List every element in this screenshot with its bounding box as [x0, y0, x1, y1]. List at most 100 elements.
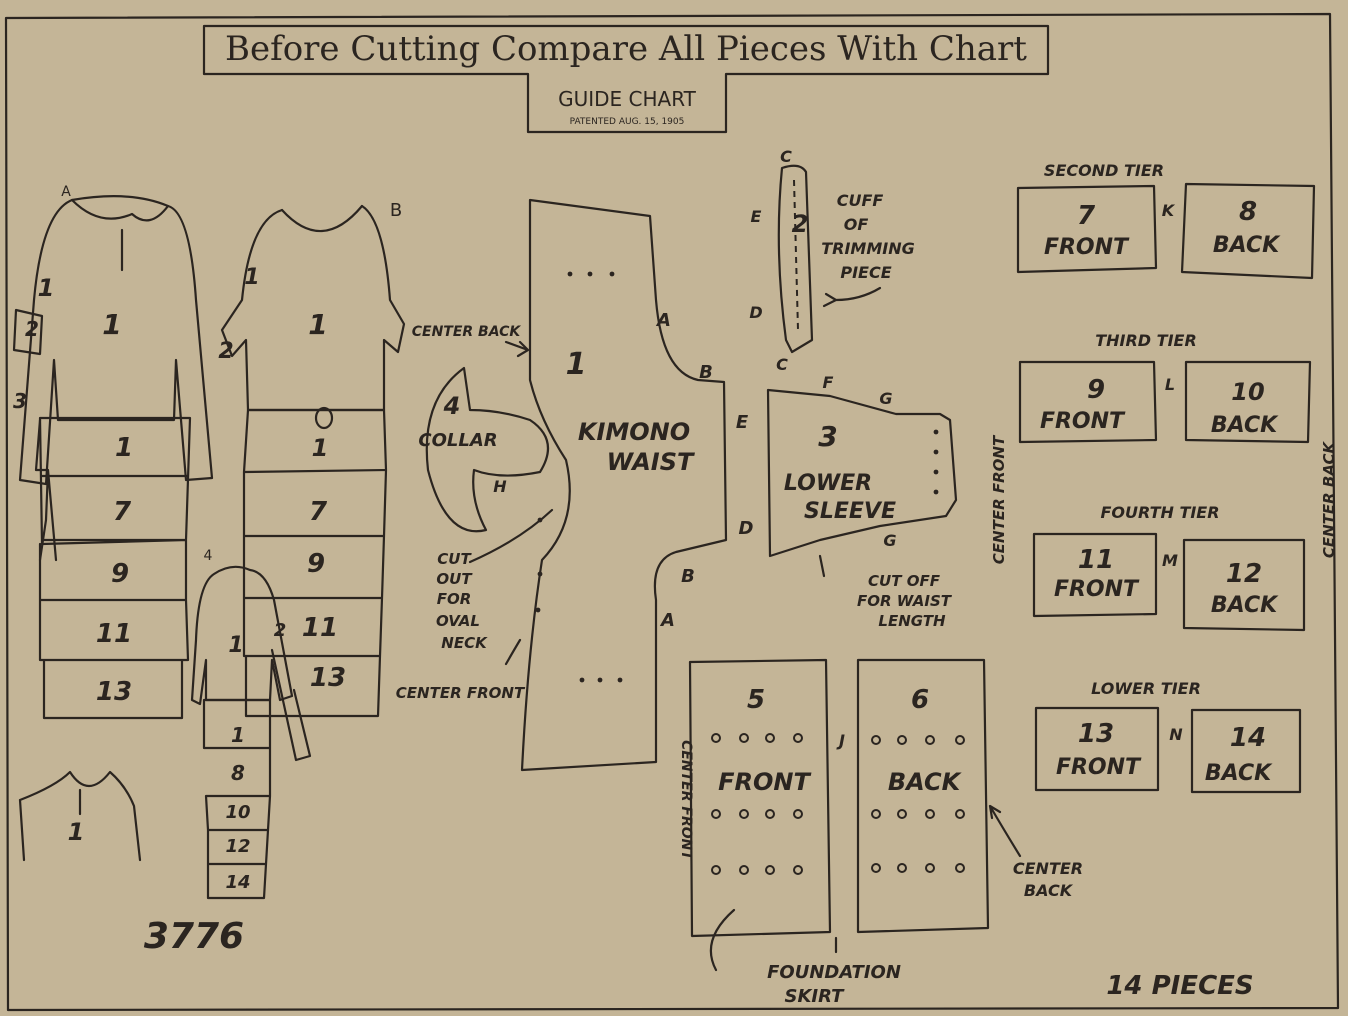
dress-b-piece-1-sleeve: 1 [244, 265, 259, 290]
dress-b-piece-2-cuff: 2 [218, 339, 233, 364]
cuff-label-3: TRIMMING [821, 239, 915, 258]
tier-front-number: 9 [1087, 375, 1105, 405]
kimono-waist-number: 1 [566, 347, 587, 382]
center-front-leader [504, 638, 522, 666]
foundation-leader [709, 908, 838, 972]
header: Before Cutting Compare All Pieces With C… [202, 24, 1050, 134]
tier-back-number: 8 [1239, 197, 1257, 227]
dress-b-tier-9: 9 [307, 549, 325, 579]
dress-a-sleeve-band [12, 308, 44, 356]
cuff-label-1: CUFF [837, 191, 884, 210]
tier-back-label: BACK [1205, 761, 1273, 786]
foundation-label: FOUNDATION [767, 962, 901, 983]
dress-a-piece-1-belt: 1 [115, 433, 133, 463]
back-view-marker: 4 [204, 548, 213, 564]
cut-out-leader [468, 508, 554, 564]
dress-b-skirt [242, 408, 388, 718]
center-back-arrow [504, 340, 530, 358]
cuff-outline [777, 164, 814, 354]
back-view-sleeve [270, 648, 312, 762]
cuff-label-2: OF [844, 215, 869, 234]
tier-back-piece [1180, 182, 1316, 280]
skirt-center-front-side: CENTER FRONT [678, 740, 694, 861]
note-cut-out-4: OVAL [436, 612, 480, 630]
tier-back-piece [1190, 708, 1302, 794]
dress-a-bodice [18, 198, 214, 486]
lower-sleeve-piece: 3 LOWER SLEEVE F G G [766, 373, 958, 558]
dress-a-piece-1-sleeve: 1 [38, 274, 55, 302]
tier-front-label: FRONT [1056, 755, 1142, 780]
back-view-piece-1: 1 [228, 633, 243, 658]
notch-b-bottom: B [681, 566, 695, 587]
tier-back-piece [1182, 538, 1306, 632]
note-cut-out-2: OUT [436, 570, 473, 588]
tier-front-piece [1018, 360, 1158, 444]
kimono-waist-piece: 1 KIMONO WAIST A B E D B A H [493, 198, 754, 772]
neck-detail-illustration: 1 [18, 770, 142, 862]
third-tier: THIRD TIER 9 FRONT 10 BACK L [1018, 331, 1312, 444]
neck-detail-piece: 1 [68, 818, 85, 846]
note-center-back-skirt-2: BACK [1024, 881, 1074, 900]
cuff-notch-c-bottom: C [776, 355, 788, 374]
dress-a-collar [70, 195, 170, 222]
tier-name: SECOND TIER [1044, 161, 1164, 180]
neck-detail-outline [18, 770, 142, 862]
tier-back-piece [1184, 360, 1312, 444]
tier-name: LOWER TIER [1091, 679, 1201, 698]
back-view-tier-8: 8 [231, 761, 245, 785]
tier-name: FOURTH TIER [1100, 503, 1219, 522]
skirt-notch-j: J [836, 731, 845, 750]
skirt-front-number: 5 [747, 685, 765, 715]
dress-b-buckle [314, 406, 334, 430]
lower-sleeve-notch-f: F [823, 373, 834, 392]
cuff-notch-c-top: C [780, 147, 792, 166]
lower-sleeve-label-1: LOWER [784, 471, 872, 496]
chart-title: Before Cutting Compare All Pieces With C… [225, 29, 1027, 69]
dress-b-piece-1-belt: 1 [312, 434, 329, 462]
dress-b-tier-11: 11 [302, 613, 338, 643]
back-view-tiers [202, 698, 272, 900]
cuff-notch-e: E [751, 207, 762, 226]
skirt-front-holes [711, 733, 803, 875]
dress-a-piece-2-cuff: 2 [25, 317, 39, 341]
back-view-tier-10: 10 [225, 802, 250, 823]
pattern-number: 3776 [144, 916, 244, 957]
tier-name: THIRD TIER [1095, 331, 1197, 350]
dress-a-letter: A [61, 184, 71, 200]
back-view-tier-14: 14 [225, 872, 250, 893]
dress-b-letter: B [390, 200, 402, 221]
tier-front-piece [1016, 184, 1158, 274]
tier-back-number: 12 [1226, 559, 1262, 589]
lower-sleeve-notch-g-bottom: G [883, 531, 896, 550]
tier-back-number: 14 [1230, 723, 1266, 753]
dress-a-tier-7: 7 [113, 497, 132, 527]
tier-front-number: 11 [1078, 545, 1114, 575]
tier-notch: N [1169, 725, 1183, 744]
back-view-piece-2: 2 [274, 620, 287, 641]
cuff-number: 2 [792, 210, 809, 238]
kimono-waist-outline [520, 198, 728, 772]
tier-back-label: BACK [1211, 413, 1279, 438]
dress-a-tier-9: 9 [111, 559, 129, 589]
tier-front-label: FRONT [1040, 409, 1126, 434]
dress-a-sash [34, 418, 58, 562]
skirt-back-piece [856, 658, 990, 934]
dress-a-tier-13: 13 [96, 677, 132, 707]
tier-front-number: 7 [1077, 201, 1096, 231]
lower-sleeve-outline [766, 388, 958, 558]
note-cut-off-2: FOR WAIST [857, 592, 953, 610]
title-banner [202, 24, 1050, 134]
sheet-border [4, 12, 1340, 1012]
skirt-front-piece [688, 658, 832, 938]
notch-h: H [493, 477, 507, 496]
notch-e: E [736, 412, 749, 433]
skirt-back-holes [871, 735, 965, 873]
skirt-label: SKIRT [785, 986, 846, 1007]
dress-a-piece-1-bodice: 1 [102, 308, 121, 341]
lower-sleeve-notch-g-top: G [879, 389, 892, 408]
piece-count: 14 PIECES [1106, 971, 1253, 1001]
dress-a-illustration: 1 1 2 3 1 A 7 9 11 13 [12, 184, 214, 720]
cuff-label-4: PIECE [840, 263, 891, 282]
patent-label: PATENTED AUG. 15, 1905 [570, 117, 685, 127]
dress-b-illustration: 1 1 2 1 B 7 9 11 13 [218, 200, 406, 718]
